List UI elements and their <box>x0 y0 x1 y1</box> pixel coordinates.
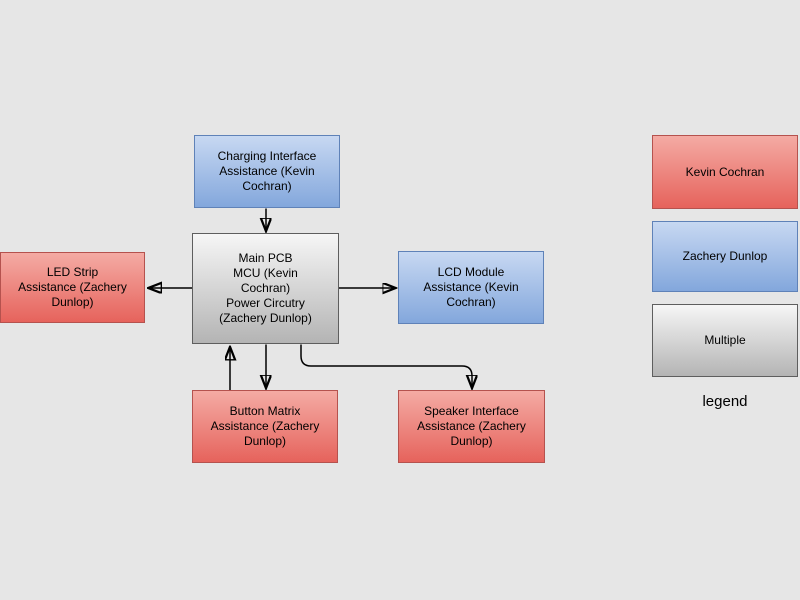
node-charging-interface: Charging Interface Assistance (Kevin Coc… <box>194 135 340 208</box>
node-speaker-interface: Speaker Interface Assistance (Zachery Du… <box>398 390 545 463</box>
legend-item-multiple: Multiple <box>652 304 798 377</box>
node-main-pcb: Main PCB MCU (Kevin Cochran) Power Circu… <box>192 233 339 344</box>
arrow-mainpcb-to-speaker <box>300 344 472 388</box>
legend-caption: legend <box>702 393 748 410</box>
legend-item-kevin-cochran: Kevin Cochran <box>652 135 798 209</box>
node-led-strip: LED Strip Assistance (Zachery Dunlop) <box>0 252 145 323</box>
node-button-matrix: Button Matrix Assistance (Zachery Dunlop… <box>192 390 338 463</box>
legend-item-zachery-dunlop: Zachery Dunlop <box>652 221 798 292</box>
node-lcd-module: LCD Module Assistance (Kevin Cochran) <box>398 251 544 324</box>
